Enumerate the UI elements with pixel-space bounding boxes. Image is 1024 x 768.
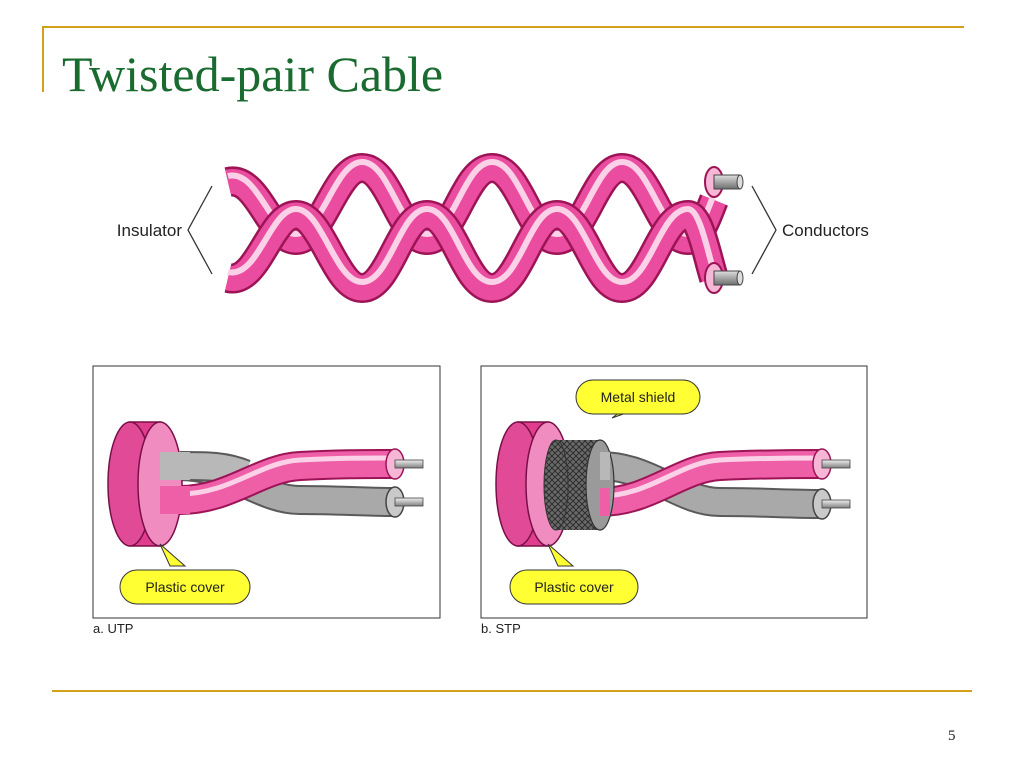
conductors-label: Conductors bbox=[782, 221, 869, 240]
slide-title: Twisted-pair Cable bbox=[62, 46, 444, 102]
utp-caption: a. UTP bbox=[93, 621, 133, 636]
conductor-end-bottom bbox=[704, 262, 744, 294]
utp-panel: Plastic cover bbox=[92, 365, 441, 619]
stp-panel: Metal shield Plastic cover bbox=[480, 365, 868, 619]
frame-left-rule bbox=[42, 26, 44, 92]
twisted-wires bbox=[224, 152, 744, 304]
stp-plastic-cover-label: Plastic cover bbox=[534, 579, 614, 595]
stp-plastic-cover-callout bbox=[509, 569, 639, 605]
stp-metal-shield-label: Metal shield bbox=[601, 389, 676, 405]
conductors-bracket bbox=[751, 185, 777, 275]
utp-plastic-cover-label: Plastic cover bbox=[145, 579, 225, 595]
footer-rule bbox=[52, 690, 972, 692]
insulator-bracket bbox=[187, 185, 213, 275]
utp-plastic-cover-callout bbox=[119, 569, 251, 605]
frame-top-rule bbox=[42, 26, 964, 28]
page-number: 5 bbox=[948, 728, 956, 744]
insulator-label: Insulator bbox=[117, 221, 183, 240]
conductor-end-top bbox=[704, 166, 744, 198]
stp-caption: b. STP bbox=[481, 621, 521, 636]
stp-metal-shield-callout bbox=[575, 379, 701, 415]
